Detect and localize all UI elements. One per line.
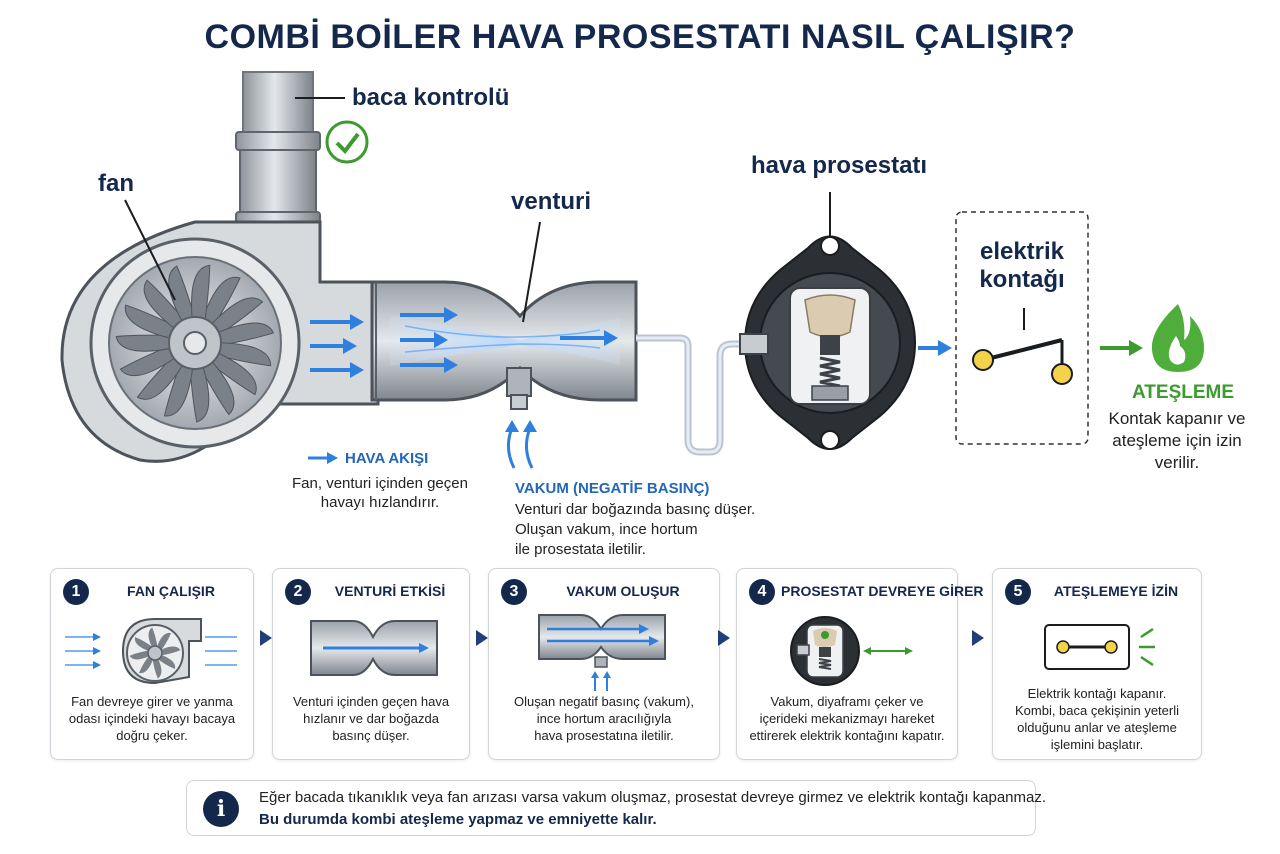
step-title: ATEŞLEMEYE İZİN: [1053, 583, 1179, 599]
legend-arrow: [308, 452, 338, 464]
venturi-tube: [370, 280, 638, 410]
step-number: 3: [501, 579, 527, 605]
page-title: COMBİ BOİLER HAVA PROSESTATI NASIL ÇALIŞ…: [204, 18, 1076, 56]
step-card-3: 3 VAKUM OLUŞUR Oluşan negatif basınç (va…: [488, 568, 720, 760]
step-number: 5: [1005, 579, 1031, 605]
steps-row: 1 FAN ÇALIŞIR: [50, 568, 1202, 760]
step-description: Fan devreye girer ve yanma odası içindek…: [68, 694, 236, 743]
chimney-pipe: [235, 71, 321, 229]
venturi-icon: [310, 620, 438, 676]
pressure-switch: [739, 192, 917, 450]
electric-contact-box: [955, 211, 1089, 445]
label-elektrik-kontagi: elektrik kontağı: [979, 238, 1065, 293]
step-card-4: 4 PROSESTAT DEVREYE GİRER Vakum, diyafra…: [736, 568, 984, 760]
arrow-to-contact: [918, 340, 952, 356]
step-card-5: 5 ATEŞLEMEYE İZİN Elektrik kontağı kapan…: [992, 568, 1202, 760]
flame-icon: [1151, 304, 1204, 372]
step-description: Oluşan negatif basınç (vakum), ince hort…: [514, 694, 694, 743]
label-hava-prosestati: hava prosestatı: [751, 152, 928, 179]
arrow-to-flame: [1100, 340, 1143, 356]
step-card-1: 1 FAN ÇALIŞIR: [50, 568, 254, 760]
step-arrow-icon: [260, 630, 272, 646]
fan-icon: [65, 618, 237, 685]
info-box: i Eğer bacada tıkanıklık veya fan arızas…: [186, 780, 1046, 836]
step-title: VAKUM OLUŞUR: [566, 583, 680, 599]
step-description: Vakum, diyaframı çeker ve içerideki meka…: [749, 694, 945, 743]
step-arrow-icon: [972, 630, 984, 646]
label-hava-akisi: HAVA AKIŞI: [345, 450, 429, 467]
contact-closed-icon: [1044, 624, 1155, 670]
step-card-2: 2 VENTURİ ETKİSİ Venturi içinden geçen h…: [272, 568, 470, 760]
step-number: 1: [63, 579, 89, 605]
main-diagram: [60, 71, 1204, 469]
vacuum-arrows: [505, 420, 537, 469]
leader-lines: [124, 97, 541, 323]
info-text: Eğer bacada tıkanıklık veya fan arızası …: [259, 789, 1047, 806]
fan-housing: [60, 220, 380, 463]
pressure-switch-icon: [790, 616, 913, 686]
label-baca-kontrolu: baca kontrolü: [352, 84, 510, 111]
airflow-arrows: [310, 307, 618, 378]
step-arrow-icon: [718, 630, 730, 646]
check-icon: [325, 120, 369, 164]
step-number: 4: [749, 579, 775, 605]
step-title: VENTURİ ETKİSİ: [334, 583, 446, 599]
step-arrow-icon: [476, 630, 488, 646]
step-description: Elektrik kontağı kapanır. Kombi, baca çe…: [1014, 686, 1180, 752]
atesleme-description: Kontak kapanır ve ateşleme için izin ver…: [1108, 409, 1246, 472]
step-number: 2: [285, 579, 311, 605]
vacuum-icon: [538, 614, 666, 691]
step-title: FAN ÇALIŞIR: [127, 583, 215, 599]
label-venturi: venturi: [511, 188, 592, 215]
label-fan: fan: [98, 170, 134, 197]
flow-streaks: [404, 325, 601, 353]
step-title: PROSESTAT DEVREYE GİRER: [781, 583, 984, 599]
info-icon: i: [203, 791, 239, 827]
label-atesleme: ATEŞLEME: [1132, 382, 1235, 403]
info-warning: Bu durumda kombi ateşleme yapmaz ve emni…: [259, 811, 657, 828]
step-description: Venturi içinden geçen hava hızlanır ve d…: [292, 694, 450, 743]
label-vakum: VAKUM (NEGATİF BASINÇ): [515, 480, 710, 497]
hava-akisi-description: Fan, venturi içinden geçen havayı hızlan…: [292, 475, 468, 511]
vakum-description: Venturi dar boğazında basınç düşer. Oluş…: [515, 501, 756, 558]
